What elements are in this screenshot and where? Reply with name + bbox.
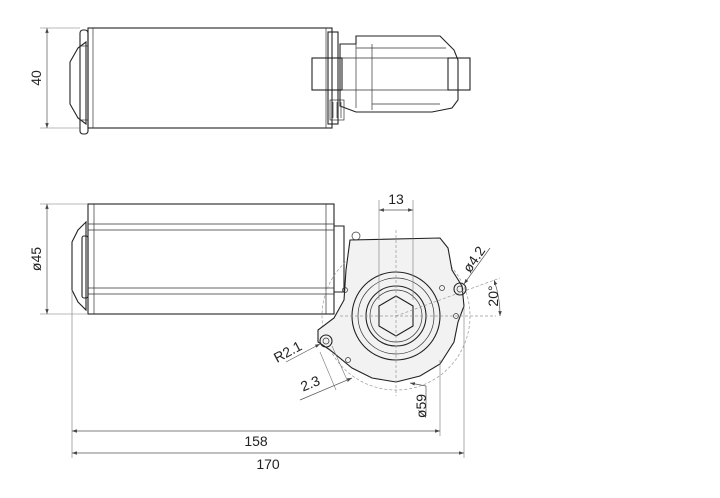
dim-angle-20: 20° <box>485 285 501 306</box>
top-motor-body <box>87 27 333 129</box>
gearbox-plate <box>317 237 465 383</box>
top-output-block <box>311 57 343 91</box>
dim-length-170: 170 <box>256 456 280 472</box>
mount-hole-left <box>319 334 333 348</box>
dim-diameter-45: ø45 <box>28 247 44 271</box>
top-end-cap <box>69 40 87 126</box>
dim-offset-2-3: 2.3 <box>298 372 322 394</box>
front-motor-body <box>87 203 335 315</box>
dim-diameter-59: ø59 <box>413 394 429 418</box>
front-view: ø45 13 ø4.2 20° R2.1 2.3 ø59 <box>28 191 502 436</box>
dim-height-40: 40 <box>28 70 44 86</box>
dim-length-158: 158 <box>244 433 268 449</box>
top-view: 40 <box>28 27 471 135</box>
top-gearbox <box>339 35 459 113</box>
dim-hole-4-2: ø4.2 <box>459 243 488 275</box>
mount-hole-right <box>453 282 467 296</box>
top-body-end <box>327 31 339 125</box>
front-end-cap <box>71 220 87 312</box>
dim-width-13: 13 <box>388 191 404 207</box>
length-dimensions: 158 170 <box>71 290 465 472</box>
